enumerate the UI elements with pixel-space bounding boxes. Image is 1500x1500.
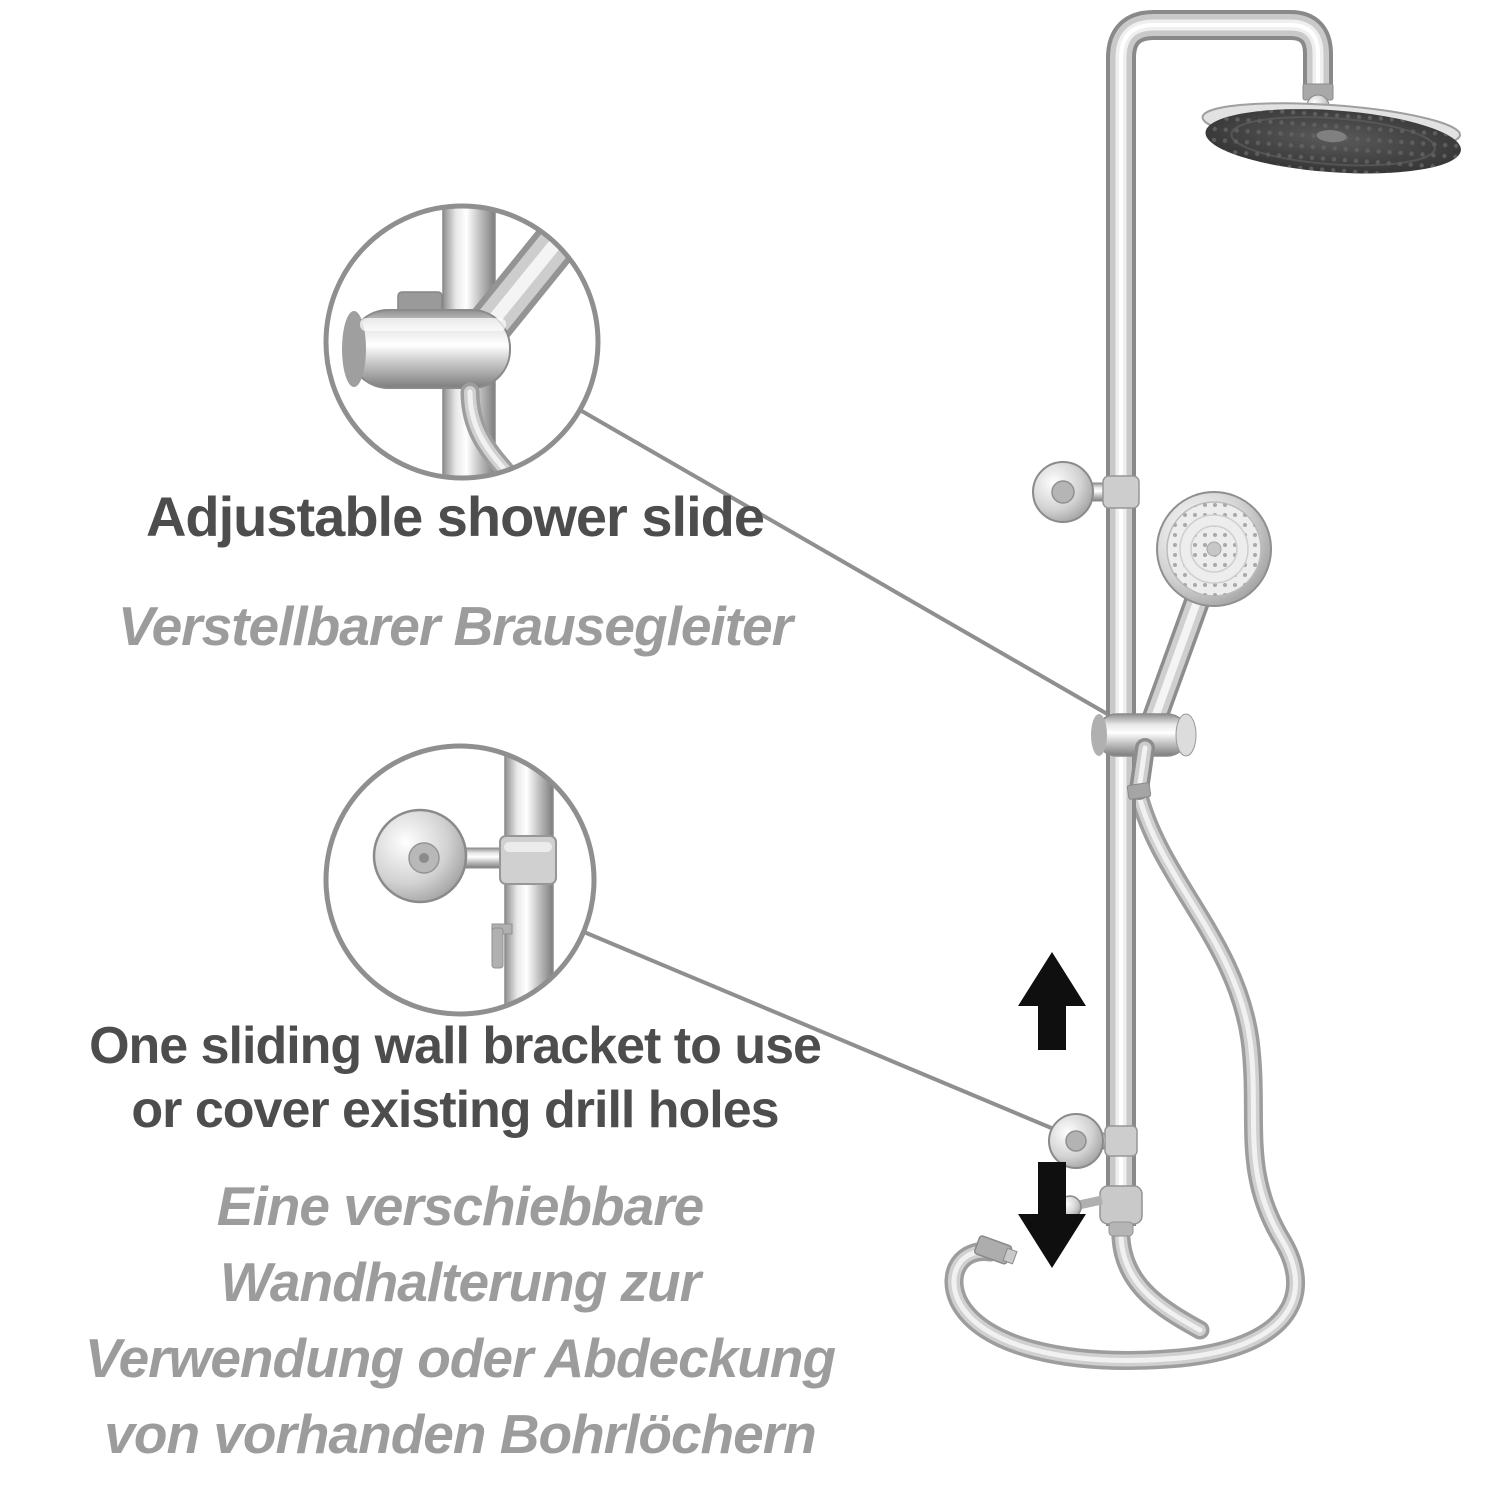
hand-shower-head bbox=[1156, 491, 1272, 607]
up-arrow-icon bbox=[1018, 952, 1086, 1050]
callout-circle-bracket bbox=[323, 743, 597, 1017]
bracket-title-line1: One sliding wall bracket to use bbox=[89, 1017, 822, 1075]
bracket-callout-title: One sliding wall bracket to use or cover… bbox=[0, 1014, 910, 1142]
adjustable-slide-holder bbox=[1091, 713, 1197, 799]
slide-callout-subtitle: Verstellbarer Brausegleiter bbox=[117, 595, 793, 657]
bracket-subtitle-line3: Verwendung oder Abdeckung bbox=[84, 1327, 836, 1389]
bracket-subtitle-line2: Wandhalterung zur bbox=[219, 1251, 701, 1313]
bracket-callout-subtitle: Eine verschiebbare Wandhalterung zur Ver… bbox=[0, 1168, 920, 1472]
bracket-title-line2: or cover existing drill holes bbox=[131, 1081, 779, 1139]
bracket-subtitle-line4: von vorhanden Bohrlöchern bbox=[104, 1403, 816, 1465]
callout-circle-slide bbox=[323, 203, 601, 481]
down-arrow-icon bbox=[1018, 1162, 1086, 1268]
rain-shower-head bbox=[1201, 83, 1461, 174]
shower-hose bbox=[954, 792, 1296, 1360]
sliding-wall-bracket bbox=[1048, 1113, 1138, 1169]
upper-wall-bracket bbox=[1032, 461, 1140, 523]
callout-line-bracket bbox=[583, 930, 1081, 1142]
riser-pipe-and-arm bbox=[1121, 25, 1318, 1226]
slide-callout-title: Adjustable shower slide bbox=[145, 485, 765, 548]
callout-line-slide bbox=[579, 408, 1143, 736]
hand-shower bbox=[1149, 491, 1272, 734]
diverter-valve bbox=[1058, 1185, 1143, 1237]
bracket-subtitle-line1: Eine verschiebbare bbox=[216, 1175, 704, 1237]
hose-end-fitting bbox=[973, 1235, 1018, 1265]
